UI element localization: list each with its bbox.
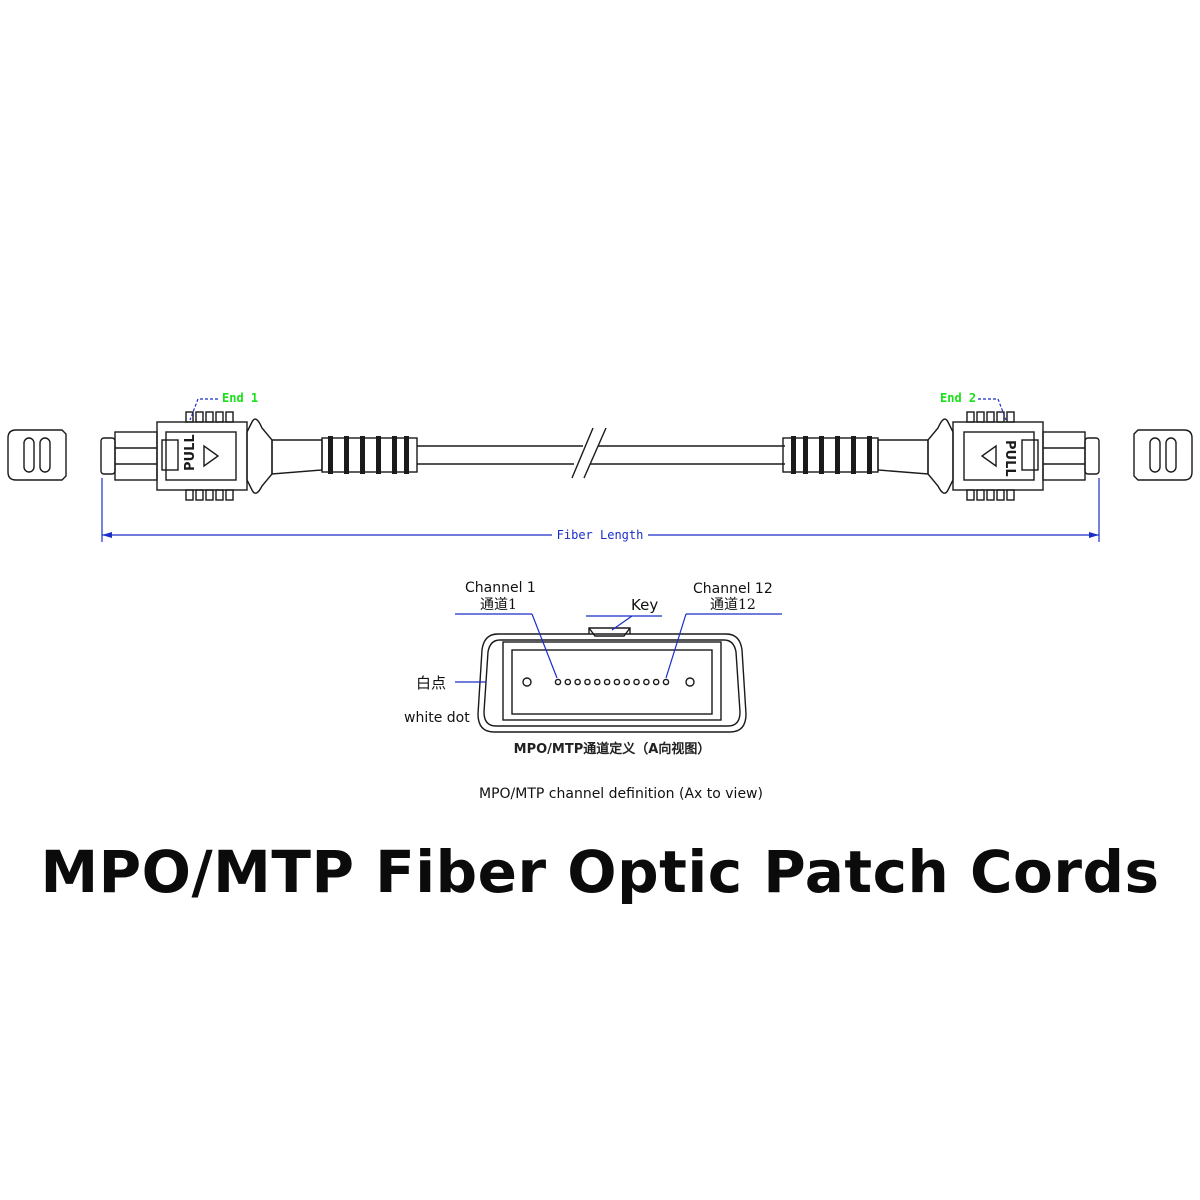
right-dust-cap	[1133, 429, 1193, 481]
right-connector	[782, 411, 1100, 501]
fiber-dot	[633, 678, 640, 686]
left-connector	[100, 411, 418, 501]
fiber-dot	[623, 678, 631, 686]
boot-rib	[376, 436, 381, 474]
housing-rib	[1006, 489, 1015, 501]
boot-rib	[819, 436, 824, 474]
fiber-dot	[662, 678, 670, 686]
fiber-dot	[613, 678, 621, 686]
page-title: MPO/MTP Fiber Optic Patch Cords	[40, 838, 1160, 906]
housing-rib	[976, 411, 985, 423]
end1-callout: End 1	[189, 391, 258, 421]
channel1-label-en: Channel 1	[465, 580, 536, 596]
fiber-dot	[584, 678, 591, 686]
white-dot-label-en: white dot	[404, 710, 470, 726]
boot-rib	[791, 436, 796, 474]
housing-rib	[205, 489, 214, 501]
fiber-dot	[574, 678, 581, 686]
pull-label-left: PULL	[183, 434, 198, 471]
connector-face-view	[477, 627, 747, 733]
housing-rib	[215, 489, 224, 501]
fiber-dot	[564, 678, 572, 686]
housing-rib	[215, 411, 224, 423]
housing-rib	[966, 489, 975, 501]
fiber-length-dimension: Fiber Length	[101, 478, 1100, 542]
white-dot-label-zh: 白点	[416, 674, 446, 692]
boot-rib	[392, 436, 397, 474]
housing-rib	[195, 489, 204, 501]
housing-rib	[976, 489, 985, 501]
housing-rib	[185, 411, 194, 423]
fiber-dot	[593, 678, 601, 686]
end1-label: End 1	[222, 391, 258, 405]
fiber-length-label: Fiber Length	[557, 528, 644, 542]
definition-caption-en: MPO/MTP channel definition (Ax to view)	[479, 786, 763, 802]
housing-rib	[996, 489, 1005, 501]
channel12-label-zh: 通道12	[710, 597, 756, 613]
boot-rib	[803, 436, 808, 474]
housing-rib	[1006, 411, 1015, 423]
definition-caption-zh: MPO/MTP通道定义（A向视图）	[514, 741, 711, 757]
housing-rib	[185, 489, 194, 501]
fiber-dot	[554, 678, 562, 686]
boot-rib	[867, 436, 872, 474]
housing-rib	[195, 411, 204, 423]
boot-rib	[404, 436, 409, 474]
boot-rib	[344, 436, 349, 474]
boot-rib	[360, 436, 365, 474]
key-label: Key	[631, 596, 658, 614]
housing-rib	[205, 411, 214, 423]
pull-label-right: PULL	[1002, 440, 1017, 477]
housing-rib	[996, 411, 1005, 423]
housing-rib	[986, 411, 995, 423]
fiber-dot	[652, 678, 660, 686]
housing-rib	[986, 489, 995, 501]
channel1-label-zh: 通道1	[480, 597, 517, 613]
housing-rib	[225, 411, 234, 423]
boot-rib	[328, 436, 333, 474]
housing-rib	[225, 489, 234, 501]
fiber-cable	[417, 427, 785, 479]
end2-label: End 2	[940, 391, 976, 405]
end2-callout: End 2	[940, 391, 1007, 421]
boot-rib	[835, 436, 840, 474]
fiber-dot	[603, 678, 611, 686]
channel12-label-en: Channel 12	[693, 581, 773, 597]
fiber-channel-dots	[554, 678, 670, 686]
housing-rib	[966, 411, 975, 423]
left-dust-cap	[7, 429, 67, 481]
fiber-dot	[643, 678, 650, 686]
boot-rib	[851, 436, 856, 474]
